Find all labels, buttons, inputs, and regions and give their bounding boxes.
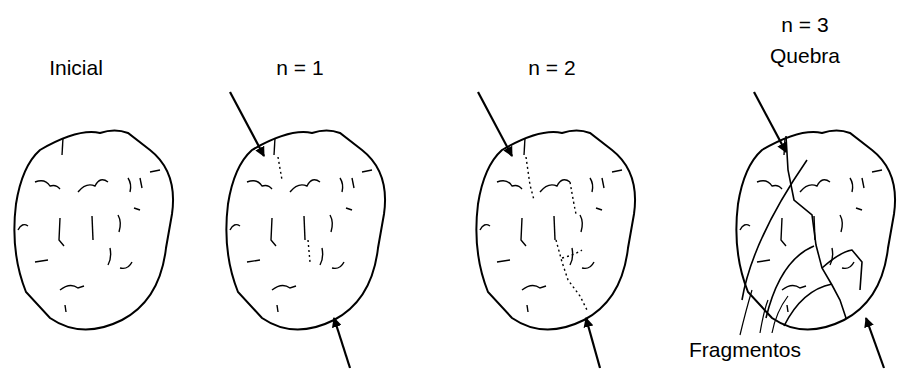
force-arrow bbox=[866, 318, 884, 368]
particle bbox=[226, 131, 385, 330]
callout-label: Fragmentos bbox=[689, 338, 801, 361]
stage-label: Quebra bbox=[770, 44, 840, 67]
particle bbox=[14, 131, 173, 330]
stage-label: n = 1 bbox=[276, 56, 323, 79]
force-arrow bbox=[334, 318, 350, 368]
cracks bbox=[18, 138, 160, 312]
force-arrow bbox=[478, 92, 512, 156]
particle bbox=[476, 131, 635, 330]
stage-label: n = 2 bbox=[528, 56, 575, 79]
force-arrow bbox=[754, 92, 786, 152]
force-arrow bbox=[230, 92, 264, 156]
particle bbox=[736, 131, 895, 330]
force-arrow bbox=[586, 318, 600, 368]
stage-label: Inicial bbox=[49, 56, 103, 79]
stage-label: n = 3 bbox=[781, 13, 828, 36]
leader-lines bbox=[740, 290, 788, 335]
